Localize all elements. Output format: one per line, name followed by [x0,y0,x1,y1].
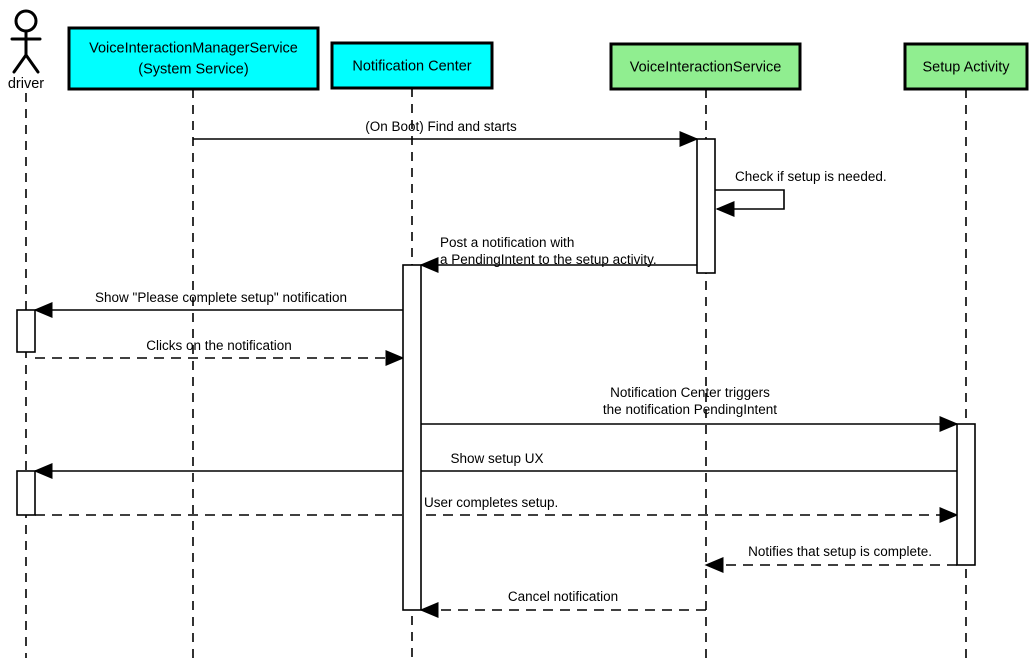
message-label: Cancel notification [508,589,618,604]
msg-check-if-setup-is-needed[interactable]: Check if setup is needed. [715,169,887,217]
message-label: Post a notification with [440,235,574,250]
message-arrow-self [715,189,785,217]
labels-layer: driver [8,76,44,92]
participant-label-vims: VoiceInteractionManagerService [89,40,298,56]
actor-label-driver: driver [8,76,44,92]
message-label: (On Boot) Find and starts [365,119,517,134]
lifelines-layer [25,88,967,658]
participant-label-vis: VoiceInteractionService [630,59,782,75]
msg-cancel-notification[interactable]: Cancel notification [419,589,706,618]
activation-bar-notification-center [402,264,422,611]
participant-notification-center[interactable]: Notification Center [330,41,494,90]
actor-driver [10,9,42,74]
participant-label-setup-activity: Setup Activity [922,59,1010,75]
activation-bar-driver [16,309,36,353]
headers-layer: VoiceInteractionManagerService (System Se… [10,9,1029,91]
message-label: Notifies that setup is complete. [748,544,932,559]
actor-right-leg-icon [24,53,40,74]
participant-vis[interactable]: VoiceInteractionService [609,42,802,91]
message-label: Clicks on the notification [146,338,292,353]
activations-layer [16,138,976,611]
participant-setup-activity[interactable]: Setup Activity [903,42,1029,91]
activation-bar-driver [16,470,36,516]
participant-box-notification-center[interactable] [330,41,494,90]
message-label-line2: a PendingIntent to the setup activity. [440,252,657,267]
msg-post-a-notification[interactable]: Post a notification with a PendingIntent … [419,235,697,273]
msg-show-please-complete-setup-notification[interactable]: Show "Please complete setup" notificatio… [33,290,403,318]
msg-user-completes-setup[interactable]: User completes setup. [35,495,959,523]
participant-box-vis[interactable] [609,42,802,91]
participant-box-setup-activity[interactable] [903,42,1029,91]
msg-notification-center-triggers-pendingintent[interactable]: Notification Center triggers the notifica… [421,385,959,432]
participant-vims[interactable]: VoiceInteractionManagerService (System Se… [67,26,320,91]
msg-show-setup-ux[interactable]: Show setup UX [33,451,957,479]
activation-bar-setup-activity [956,423,976,566]
message-label: Check if setup is needed. [735,169,887,184]
message-label: Show "Please complete setup" notificatio… [95,290,347,305]
actor-left-leg-icon [12,53,28,74]
participant-label-notification-center: Notification Center [352,58,471,74]
activation-bar-vis [696,138,716,274]
msg-on-boot-find-and-starts[interactable]: (On Boot) Find and starts [193,119,699,147]
message-label: User completes setup. [424,495,558,510]
message-label-line2: the notification PendingIntent [603,402,777,417]
message-label: Notification Center triggers [610,385,770,400]
participant-box-vims[interactable] [67,26,320,91]
message-label: Show setup UX [450,451,543,466]
actor-head-icon [14,9,38,33]
msg-clicks-on-the-notification[interactable]: Clicks on the notification [35,338,405,366]
participant-sublabel-vims: (System Service) [138,61,248,77]
msg-notifies-that-setup-is-complete[interactable]: Notifies that setup is complete. [704,544,957,573]
